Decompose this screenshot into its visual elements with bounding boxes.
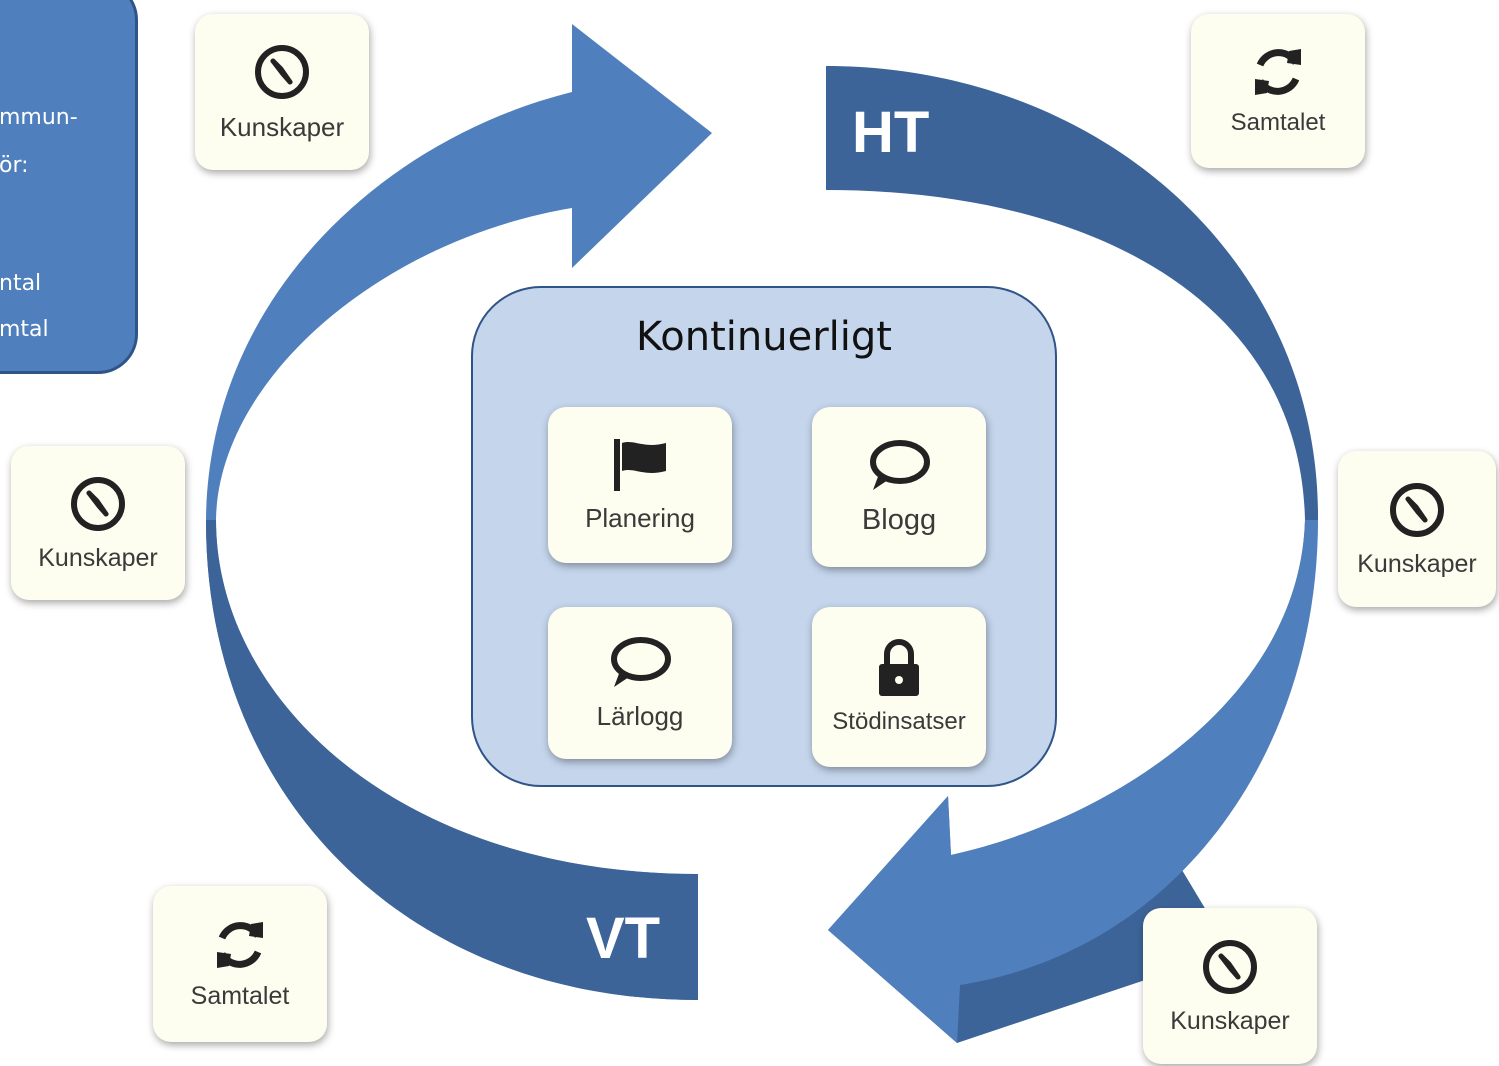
samtalet-tile[interactable]: Samtalet (1191, 14, 1365, 168)
info-panel: mmun- ör: ntal mtal (0, 0, 138, 374)
info-line: ntal (0, 271, 42, 296)
compass-icon (252, 42, 312, 102)
speech-bubble-icon (867, 438, 931, 494)
vt-label: VT (586, 906, 660, 971)
kunskaper-tile[interactable]: Kunskaper (11, 446, 185, 600)
info-line: ör: (0, 153, 29, 178)
compass-icon (68, 474, 128, 534)
tile-label: Planering (585, 502, 695, 533)
lock-icon (875, 638, 923, 698)
tile-label: Samtalet (1230, 109, 1326, 136)
compass-icon (1200, 937, 1260, 997)
larlogg-tile[interactable]: Lärlogg (548, 607, 732, 759)
tile-label: Kunskaper (1357, 549, 1477, 578)
left-cycle-arrow-dark (205, 520, 699, 1000)
tile-label: Kunskaper (38, 543, 158, 572)
tile-label: Samtalet (190, 981, 290, 1010)
kunskaper-tile[interactable]: Kunskaper (1143, 908, 1317, 1064)
right-cycle-arrow-light (828, 520, 1318, 1043)
samtalet-tile[interactable]: Samtalet (153, 886, 327, 1042)
info-line: mmun- (0, 105, 78, 130)
tile-label: Kunskaper (219, 111, 345, 142)
refresh-icon (211, 918, 269, 972)
tile-label: Lärlogg (596, 700, 684, 731)
refresh-icon (1249, 45, 1307, 99)
blogg-tile[interactable]: Blogg (812, 407, 986, 567)
stodinsatser-tile[interactable]: Stödinsatser (812, 607, 986, 767)
tile-label: Stödinsatser (832, 708, 966, 735)
tile-label: Blogg (861, 503, 937, 536)
kunskaper-tile[interactable]: Kunskaper (195, 14, 369, 170)
info-line: mtal (0, 317, 49, 342)
flag-icon (610, 437, 670, 493)
continuous-title: Kontinuerligt (636, 314, 892, 360)
planering-tile[interactable]: Planering (548, 407, 732, 563)
speech-bubble-icon (608, 635, 672, 691)
compass-icon (1387, 480, 1447, 540)
kunskaper-tile[interactable]: Kunskaper (1338, 451, 1496, 607)
ht-label: HT (852, 100, 929, 165)
tile-label: Kunskaper (1170, 1006, 1290, 1035)
